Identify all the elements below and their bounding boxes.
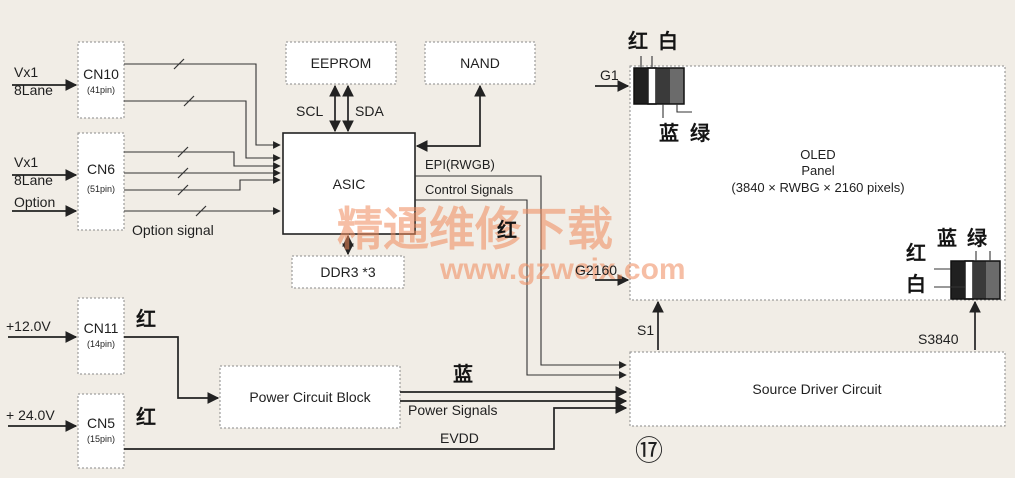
lane-label: 8Lane bbox=[14, 82, 53, 98]
scl-label: SCL bbox=[296, 103, 323, 119]
bus-slash bbox=[183, 95, 195, 107]
nand-link bbox=[415, 84, 486, 152]
asic-box bbox=[282, 132, 416, 235]
color-note-blue: 蓝 bbox=[937, 226, 957, 250]
vx1-label: Vx1 bbox=[14, 154, 38, 170]
cn6-bus-1 bbox=[124, 151, 281, 170]
color-note-red: 红 bbox=[906, 241, 926, 265]
g2160-label: G2160 bbox=[575, 262, 617, 278]
cn11-power-line bbox=[124, 336, 220, 404]
lane-label: 8Lane bbox=[14, 172, 53, 188]
epi-line bbox=[415, 175, 627, 369]
g1-label: G1 bbox=[600, 67, 619, 83]
power-block-label: Power Circuit Block bbox=[249, 389, 371, 405]
power-signals-label: Power Signals bbox=[408, 402, 498, 418]
source-driver-label: Source Driver Circuit bbox=[752, 381, 881, 397]
panel-resolution: (3840 × RWBG × 2160 pixels) bbox=[731, 180, 904, 195]
bus-slash bbox=[177, 184, 189, 196]
oled-panel-box bbox=[629, 65, 1006, 301]
color-note-green: 绿 bbox=[967, 226, 988, 250]
color-note-white: 白 bbox=[658, 29, 678, 53]
bus-slash bbox=[195, 205, 207, 217]
pixel-rwbg-top bbox=[633, 56, 692, 118]
cn10-box bbox=[77, 41, 125, 119]
watermark-url: www.gzweix.com bbox=[439, 253, 686, 286]
cn11-label: CN11 bbox=[84, 320, 119, 336]
s1-label: S1 bbox=[637, 322, 654, 338]
figure-number: ⑰ bbox=[635, 435, 663, 466]
nand-box bbox=[424, 41, 536, 85]
evdd-line bbox=[124, 402, 628, 450]
v24-label: + 24.0V bbox=[6, 407, 55, 423]
power-block-box bbox=[219, 365, 401, 429]
cn10-bus-2 bbox=[124, 100, 281, 162]
option-signal-label: Option signal bbox=[132, 222, 214, 238]
evdd-label: EVDD bbox=[440, 430, 479, 446]
watermark-text: 精通维修下载 bbox=[337, 202, 613, 256]
cn5-label: CN5 bbox=[87, 415, 115, 431]
panel-subtitle: Panel bbox=[801, 163, 834, 178]
eeprom-label: EEPROM bbox=[311, 55, 372, 71]
cn10-label: CN10 bbox=[83, 66, 119, 82]
bus-slash bbox=[177, 167, 189, 179]
color-note-red: 红 bbox=[497, 218, 517, 242]
cn5-box bbox=[77, 393, 125, 469]
color-note-white: 白 bbox=[906, 272, 926, 296]
cn11-box bbox=[77, 297, 125, 375]
control-signals-label: Control Signals bbox=[425, 182, 514, 197]
cn10-bus-1 bbox=[124, 63, 281, 149]
sda-label: SDA bbox=[355, 103, 384, 119]
source-driver-box bbox=[629, 351, 1006, 427]
cn6-box bbox=[77, 132, 125, 231]
v12-label: +12.0V bbox=[6, 318, 51, 334]
eeprom-box bbox=[285, 41, 397, 85]
epi-label: EPI(RWGB) bbox=[425, 157, 495, 172]
ddr-label: DDR3 *3 bbox=[320, 264, 375, 280]
color-note-blue: 蓝 bbox=[453, 362, 473, 386]
cn6-pins: (51pin) bbox=[87, 184, 115, 194]
cn6-bus-3 bbox=[124, 176, 281, 191]
color-note-red: 红 bbox=[628, 29, 648, 53]
cn5-pins: (15pin) bbox=[87, 434, 115, 444]
vx1-label: Vx1 bbox=[14, 64, 38, 80]
color-note-green: 绿 bbox=[690, 121, 711, 145]
panel-title: OLED bbox=[800, 147, 835, 162]
ddr-box bbox=[291, 255, 405, 289]
bus-slash bbox=[177, 146, 189, 158]
cn6-label: CN6 bbox=[87, 161, 115, 177]
s3840-label: S3840 bbox=[918, 331, 959, 347]
option-label: Option bbox=[14, 194, 55, 210]
color-note-blue: 蓝 bbox=[659, 121, 679, 145]
bus-slash bbox=[173, 58, 185, 70]
asic-label: ASIC bbox=[333, 176, 366, 192]
control-line bbox=[415, 199, 627, 379]
nand-label: NAND bbox=[460, 55, 500, 71]
pixel-rwbg-right bbox=[934, 251, 1001, 300]
color-note-red: 红 bbox=[136, 307, 156, 331]
color-note-red: 红 bbox=[136, 405, 156, 429]
cn11-pins: (14pin) bbox=[87, 339, 115, 349]
cn10-pins: (41pin) bbox=[87, 85, 115, 95]
